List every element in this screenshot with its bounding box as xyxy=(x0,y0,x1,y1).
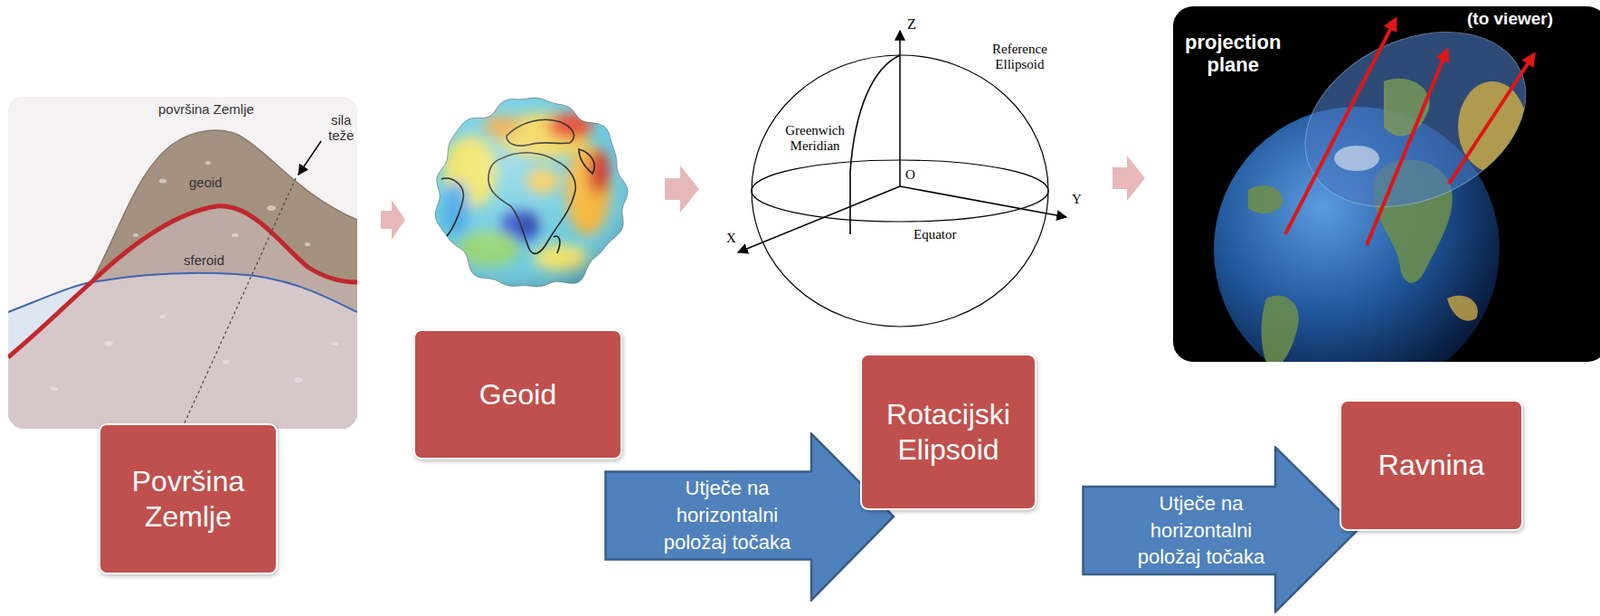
projection-picture-part-part xyxy=(1447,295,1478,322)
geoid-globe-part xyxy=(435,97,628,287)
earth-cross-section-part-part xyxy=(293,377,303,383)
illustration-label: sila teže xyxy=(328,112,354,144)
arrow-outline xyxy=(605,434,895,601)
projection-picture-part-part-part xyxy=(1334,145,1380,171)
earth-cross-section-part-part xyxy=(50,387,58,391)
illustration-label: Reference Ellipsoid xyxy=(992,41,1048,74)
reference-ellipsoid-sketch-part xyxy=(738,186,900,253)
illustration-label: Y xyxy=(1071,191,1082,208)
projection-picture-part-part-part xyxy=(1248,185,1283,214)
flow-arrow-part xyxy=(1112,155,1146,201)
earth-cross-section-part-part xyxy=(132,233,139,237)
projection-picture-part-part-part xyxy=(1366,49,1448,246)
earth-cross-section-part-part xyxy=(304,242,311,247)
arrow-outline xyxy=(1083,447,1360,613)
illustration-label: sferoid xyxy=(183,252,225,268)
illustration-label: O xyxy=(905,167,916,183)
stage-box: Rotacijski Elipsoid xyxy=(860,353,1037,511)
projection-picture-part xyxy=(1213,6,1554,362)
box-text: Geoid xyxy=(479,377,557,412)
arrow-text: Utječe na horizontalni položaj točaka xyxy=(1124,490,1279,571)
box-text: Ravnina xyxy=(1378,447,1485,483)
illustration-label: Z xyxy=(907,16,917,33)
earth-cross-section-part xyxy=(50,160,339,391)
earth-cross-section-part-part xyxy=(205,160,211,165)
flow-arrow-part xyxy=(664,165,700,213)
effect-arrow: Utječe na horizontalni položaj točaka xyxy=(1081,445,1361,614)
projection-picture-part-part xyxy=(1285,18,1534,246)
arrow-text-area: Utječe na horizontalni položaj točaka xyxy=(1081,486,1321,575)
geoid-globe-part xyxy=(425,90,643,299)
reference-ellipsoid-sketch-part xyxy=(899,186,1067,218)
earth-cross-section-part xyxy=(8,273,358,313)
illustration-label: geoid xyxy=(189,174,223,190)
earth-cross-section-part xyxy=(8,96,358,429)
earth-cross-section-part-part xyxy=(331,341,339,346)
earth-cross-section-part xyxy=(183,178,296,426)
earth-cross-section-part xyxy=(8,273,358,429)
earth-cross-section-part-part xyxy=(222,359,230,365)
geoid-globe-part-part xyxy=(425,90,643,299)
illustration-label: Equator xyxy=(913,227,957,243)
stage-box: Geoid xyxy=(413,329,623,460)
earth-cross-section-part-part xyxy=(266,205,276,211)
box-text: Površina Zemlje xyxy=(111,463,266,534)
earth-cross-section xyxy=(8,96,358,429)
earth-cross-section-part xyxy=(8,206,358,429)
projection-picture xyxy=(1173,0,1600,393)
projection-picture-part-part-part xyxy=(1261,295,1299,362)
earth-cross-section-part xyxy=(298,141,322,175)
flow-arrow-part xyxy=(380,199,406,240)
illustration-label: projection plane xyxy=(1184,30,1281,77)
reference-ellipsoid-sketch-part xyxy=(850,55,900,235)
earth-cross-section-part-part xyxy=(159,179,167,184)
arrow-text: Utječe na horizontalni položaj točaka xyxy=(650,474,805,556)
illustration-label: X xyxy=(726,230,737,247)
projection-picture-part-part-part xyxy=(1448,54,1534,184)
earth-cross-section-part-part xyxy=(160,314,166,319)
earth-cross-section-part-part xyxy=(104,340,114,347)
projection-picture-part-part-part xyxy=(1457,81,1527,172)
effect-arrow: Utječe na horizontalni položaj točaka xyxy=(604,432,896,602)
reference-ellipsoid-sketch-part xyxy=(899,30,901,187)
stage-box: Ravnina xyxy=(1339,399,1524,531)
illustration-label: Greenwich Meridian xyxy=(785,123,845,155)
box-text: Rotacijski Elipsoid xyxy=(872,397,1024,467)
stage-box: Površina Zemlje xyxy=(98,423,278,575)
earth-cross-section-part xyxy=(8,206,358,358)
projection-picture-part-part-part xyxy=(1285,18,1396,235)
earth-cross-section-part-part xyxy=(231,233,239,237)
illustration-label: (to viewer) xyxy=(1467,9,1553,29)
geoid-globe-part-part xyxy=(425,90,643,299)
arrow-text-area: Utječe na horizontalni položaj točaka xyxy=(604,471,851,559)
reference-ellipsoid-sketch xyxy=(738,30,1067,327)
geoid-globe xyxy=(425,90,643,299)
illustration-label: površina Zemlje xyxy=(158,101,255,117)
